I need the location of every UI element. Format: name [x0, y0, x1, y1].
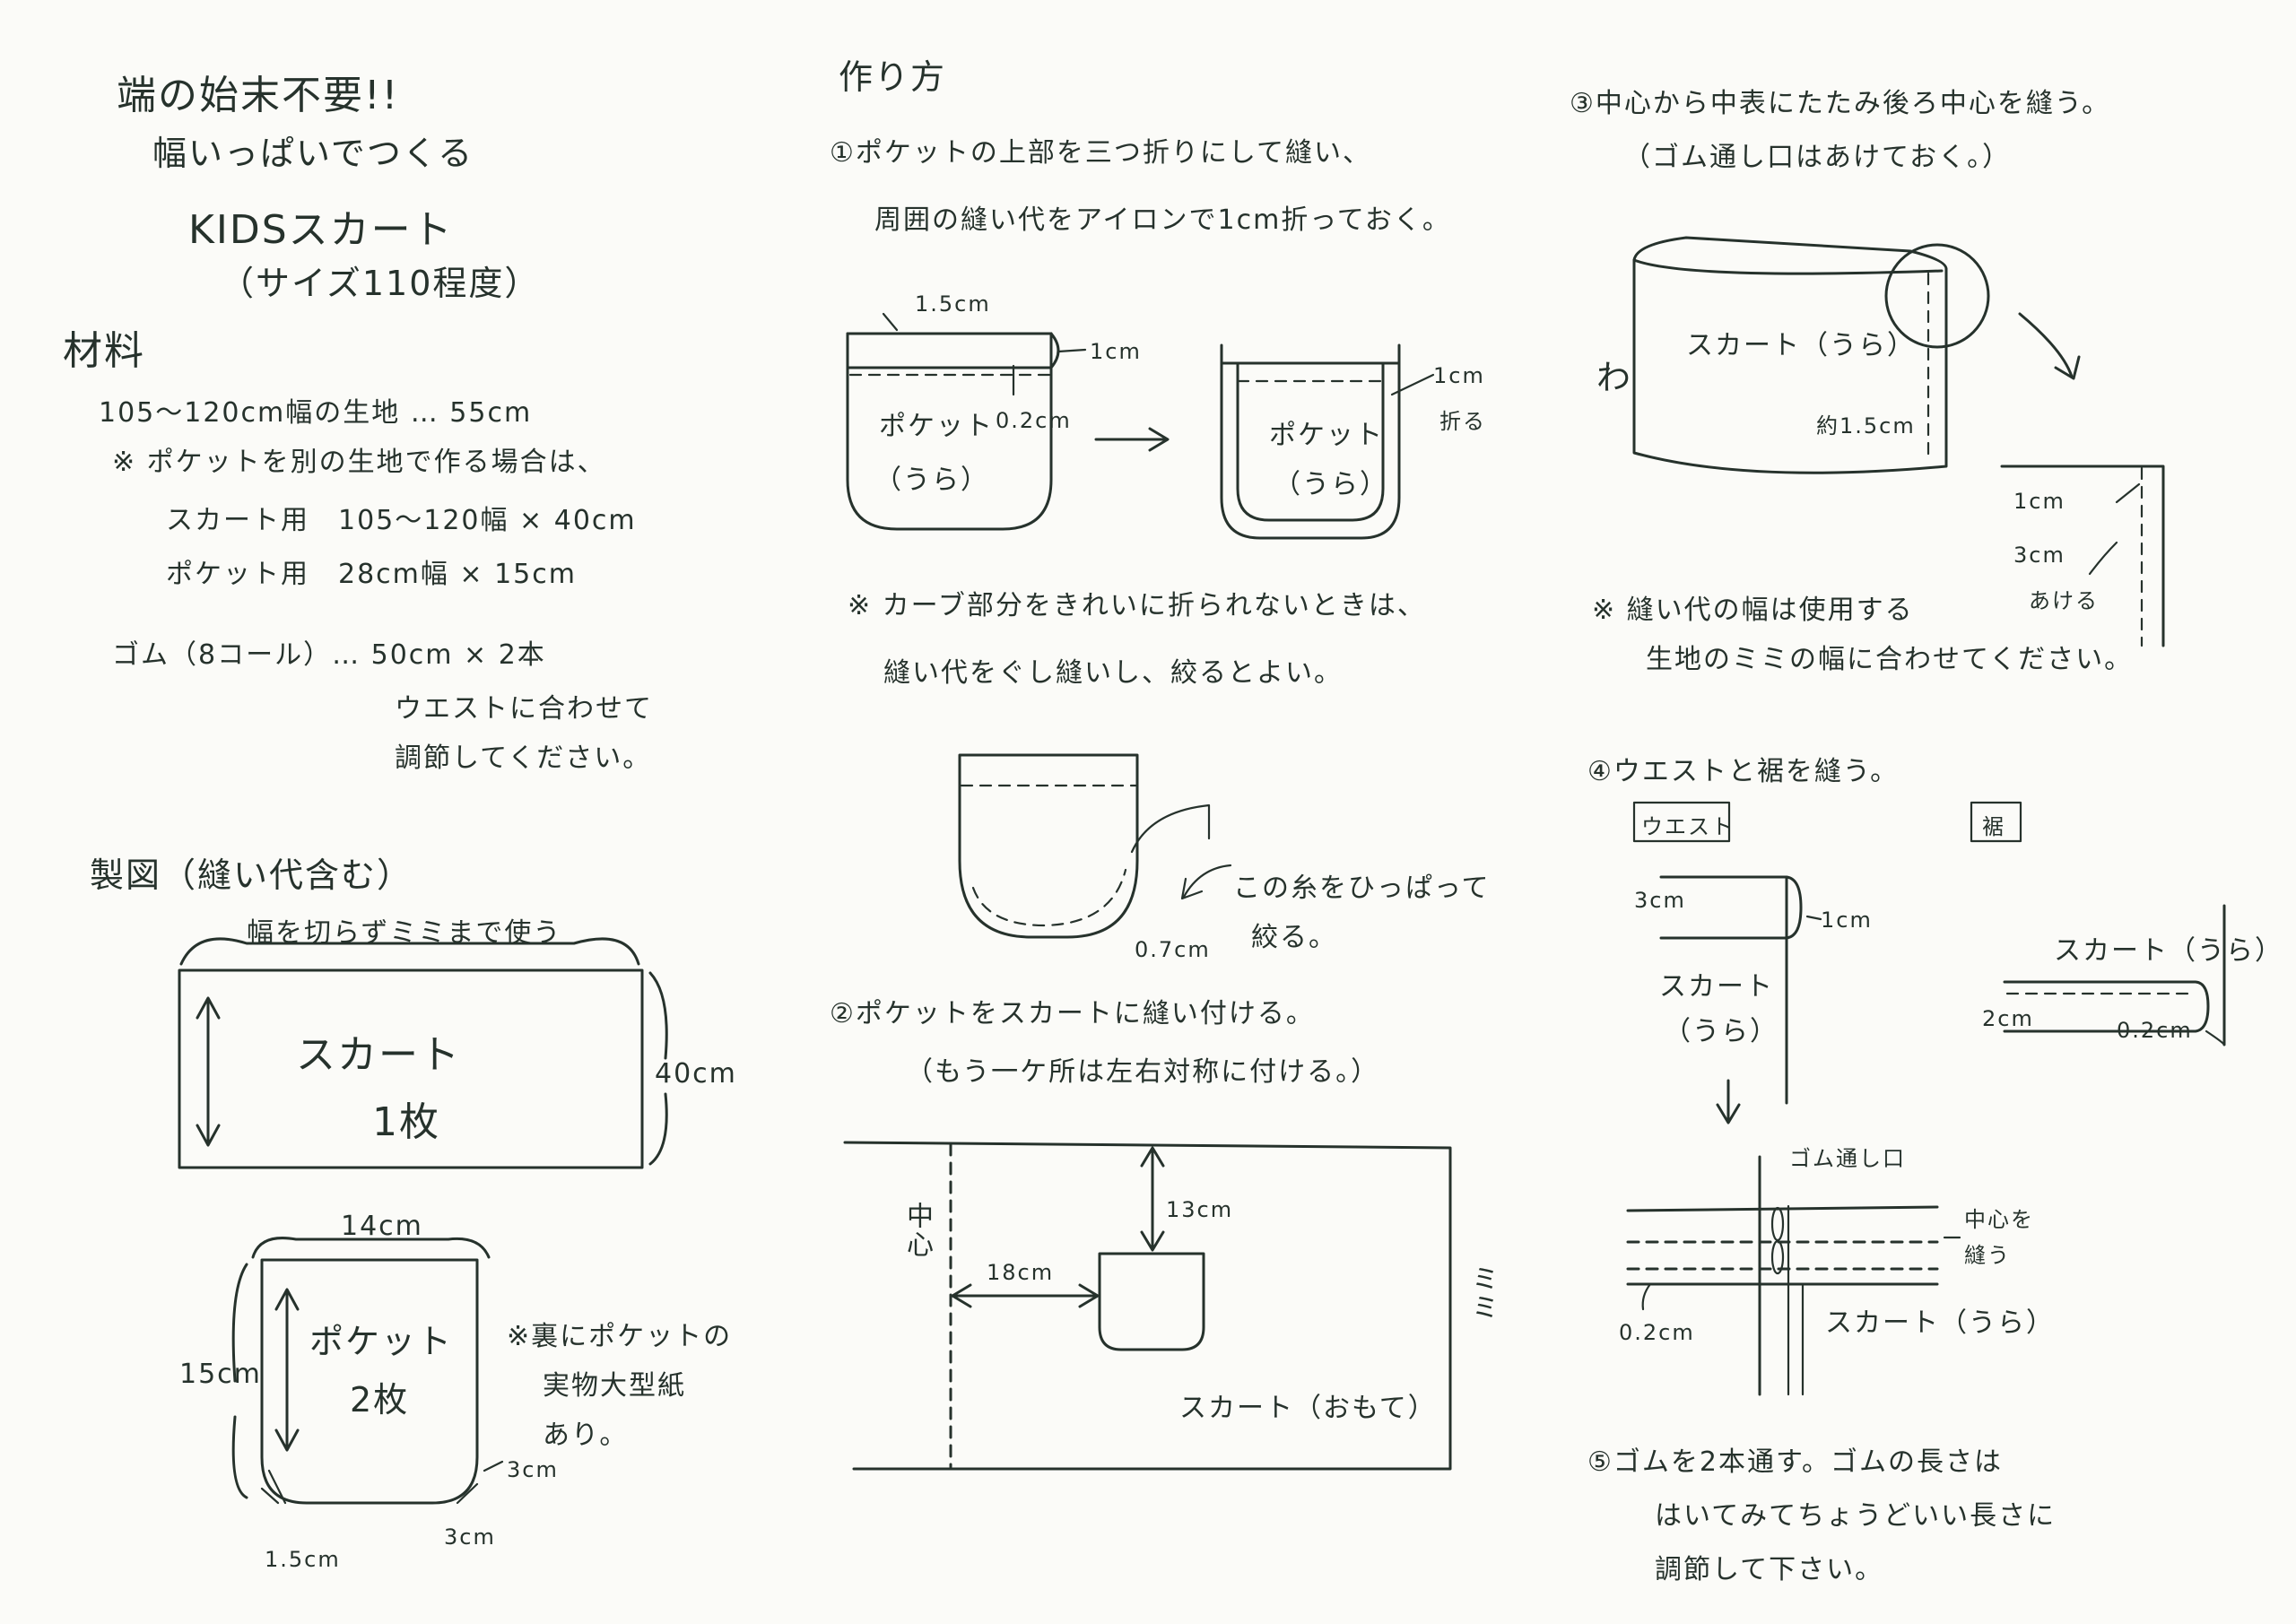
- pocket-height: 15cm: [179, 1359, 262, 1390]
- title-line1: 端の始末不要!!: [117, 73, 400, 118]
- materials-skirt: スカート用 105～120幅 × 40cm: [166, 505, 637, 536]
- step3-line2: （ゴム通し口はあけておく。）: [1623, 142, 2012, 173]
- waist-tag: ウエスト: [1641, 814, 1735, 839]
- pull-note2: 絞る。: [1251, 922, 1337, 953]
- d1-ura: （うら）: [874, 465, 989, 496]
- step3-note1: ※ 縫い代の幅は使用する: [1592, 595, 1914, 626]
- center-sew1: 中心を: [1964, 1207, 2034, 1232]
- waist-fold: [1659, 875, 1803, 940]
- d07: 0.7cm: [1135, 937, 1211, 962]
- pull-note1: この糸をひっぱって: [1233, 873, 1491, 904]
- pocket-count: 2枚: [350, 1380, 410, 1420]
- d1b-ura: （うら）: [1274, 469, 1388, 500]
- omote-label: スカート（おもて）: [1179, 1393, 1437, 1424]
- hem-skirt: スカート（うら）: [2054, 935, 2283, 967]
- step1-line1: ①ポケットの上部を三つ折りにして縫い、: [830, 137, 1371, 169]
- d1-02: 0.2cm: [996, 408, 1072, 433]
- channel-skirt: スカート（うら）: [1825, 1307, 2055, 1339]
- pocket-fold-b: [1220, 343, 1401, 540]
- step2-line1: ②ポケットをスカートに縫い付ける。: [830, 998, 1315, 1029]
- waist-1cm: 1cm: [1821, 908, 1873, 933]
- zoom-3cm: 3cm: [2013, 543, 2066, 568]
- hem-02: 0.2cm: [2117, 1018, 2193, 1043]
- skirt-front: [843, 1141, 1452, 1471]
- d1-1cm: 1cm: [1090, 339, 1142, 364]
- step2-line2: （もう一ケ所は左右対称に付ける。）: [906, 1056, 1380, 1088]
- title-size: （サイズ110程度）: [220, 264, 541, 303]
- pattern-note3: あり。: [543, 1420, 629, 1451]
- skirt-height: 40cm: [655, 1058, 737, 1090]
- pocket-fold-a: [846, 332, 1053, 531]
- center-label: 中心: [901, 1202, 933, 1259]
- channel-02: 0.2cm: [1619, 1320, 1695, 1345]
- zoom-1cm: 1cm: [2013, 489, 2066, 514]
- step5-line1: ⑤ゴムを2本通す。ゴムの長さは: [1587, 1446, 2003, 1478]
- step5-line3: 調節して下さい。: [1655, 1554, 1884, 1585]
- waist-ura: （うら）: [1664, 1016, 1779, 1047]
- zoom-akeru: あける: [2029, 588, 2099, 613]
- materials-adjust2: 調節してください。: [395, 743, 652, 774]
- pattern-note1: ※裏にポケットの: [507, 1321, 733, 1352]
- zoom-circle: [1884, 243, 1990, 349]
- d1b-pocket: ポケット: [1269, 420, 1384, 451]
- d1-15: 1.5cm: [915, 291, 991, 317]
- height-brace: [648, 971, 668, 1166]
- materials-fabric: 105～120cm幅の生地 … 55cm: [99, 397, 533, 429]
- curve-note2: 縫い代をぐし縫いし、絞るとよい。: [883, 657, 1343, 689]
- d1b-fold: 折る: [1439, 409, 1486, 434]
- step4-line: ④ウエストと裾を縫う。: [1587, 756, 1900, 787]
- pattern-width-note: 幅を切らずミミまで使う: [247, 917, 562, 949]
- step3-line1: ③中心から中表にたたみ後ろ中心を縫う。: [1570, 88, 2111, 119]
- pocket-width: 14cm: [341, 1211, 423, 1242]
- d1b-1cm: 1cm: [1433, 363, 1485, 388]
- mimi-label: ミミ: [1466, 1264, 1498, 1322]
- title-main: KIDSスカート: [188, 207, 454, 253]
- hem-2cm: 2cm: [1982, 1006, 2034, 1031]
- materials-note: ※ ポケットを別の生地で作る場合は、: [112, 447, 606, 478]
- skirt-label: スカート: [296, 1032, 461, 1078]
- pocket-placed: [1098, 1252, 1205, 1351]
- materials-elastic: ゴム（8コール）… 50cm × 2本: [112, 639, 546, 671]
- pattern-heading: 製図（縫い代含む）: [90, 855, 413, 895]
- materials-heading: 材料: [63, 328, 145, 374]
- corner-3cm-a: 3cm: [507, 1457, 559, 1482]
- waist-3cm: 3cm: [1634, 888, 1686, 913]
- curve-note1: ※ カーブ部分をきれいに折られないときは、: [848, 590, 1426, 621]
- skirt-tube: [1632, 236, 1948, 271]
- tube-skirt-label: スカート（うら）: [1686, 330, 1916, 361]
- pocket-pattern: [260, 1258, 479, 1505]
- step3-note2: 生地のミミの幅に合わせてください。: [1646, 644, 2134, 675]
- corner-3cm-b: 3cm: [444, 1524, 496, 1550]
- skirt-pattern-rect: [178, 968, 644, 1169]
- title-line2: 幅いっぱいでつくる: [152, 134, 474, 173]
- wa-label: わ: [1596, 358, 1633, 397]
- step1-line2: 周囲の縫い代をアイロンで1cm折っておく。: [874, 204, 1451, 236]
- materials-adjust1: ウエストに合わせて: [395, 693, 653, 725]
- materials-pocket: ポケット用 28cm幅 × 15cm: [166, 559, 577, 590]
- skirt-count: 1枚: [372, 1099, 440, 1145]
- corner-15: 1.5cm: [265, 1547, 341, 1572]
- approx-15: 約1.5cm: [1816, 413, 1916, 439]
- width-brace: [179, 937, 640, 966]
- howto-heading: 作り方: [839, 57, 947, 97]
- center-sew2: 縫う: [1964, 1243, 2011, 1268]
- cm13: 13cm: [1166, 1197, 1234, 1222]
- d1-pocket: ポケット: [879, 411, 994, 442]
- pocket-label: ポケット: [309, 1322, 454, 1361]
- hem-tag: 裾: [1982, 814, 2005, 839]
- gomu-opening: ゴム通し口: [1789, 1146, 1906, 1171]
- hem-fold: [2003, 980, 2210, 1033]
- pattern-note2: 実物大型紙: [543, 1370, 686, 1402]
- step5-line2: はいてみてちょうどいい長さに: [1655, 1500, 2057, 1532]
- pocket-gather: [958, 753, 1139, 939]
- cm18: 18cm: [987, 1260, 1055, 1285]
- channel-top: [1626, 1205, 1939, 1212]
- waist-skirt: スカート: [1659, 971, 1774, 1003]
